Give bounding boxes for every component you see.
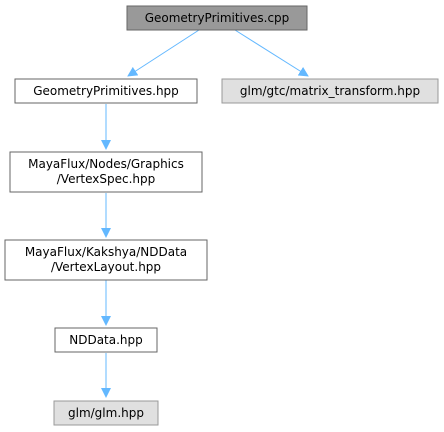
node-nddata-hpp[interactable]: NDData.hpp (54, 327, 158, 353)
node-vertexspec-hpp-line2: /VertexSpec.hpp (57, 172, 155, 186)
node-matrix-transform-hpp-label: glm/gtc/matrix_transform.hpp (240, 84, 420, 98)
node-vertexspec-hpp-line1: MayaFlux/Nodes/Graphics (28, 157, 184, 171)
node-geometry-primitives-cpp[interactable]: GeometryPrimitives.cpp (126, 5, 308, 31)
node-vertexlayout-hpp-line2: /VertexLayout.hpp (51, 260, 161, 274)
node-geometry-primitives-cpp-label: GeometryPrimitives.cpp (145, 11, 290, 25)
node-vertexspec-hpp[interactable]: MayaFlux/Nodes/Graphics /VertexSpec.hpp (9, 151, 203, 193)
node-geometry-primitives-hpp[interactable]: GeometryPrimitives.hpp (14, 78, 198, 104)
node-vertexlayout-hpp-line1: MayaFlux/Kakshya/NDData (25, 245, 187, 259)
node-vertexlayout-hpp[interactable]: MayaFlux/Kakshya/NDData /VertexLayout.hp… (4, 239, 208, 281)
node-matrix-transform-hpp[interactable]: glm/gtc/matrix_transform.hpp (221, 78, 439, 104)
edge-root-to-matrix-transform (234, 29, 309, 77)
node-glm-hpp-label: glm/glm.hpp (68, 406, 144, 420)
node-geometry-primitives-hpp-label: GeometryPrimitives.hpp (33, 84, 179, 98)
node-nddata-hpp-label: NDData.hpp (69, 333, 143, 347)
node-glm-hpp[interactable]: glm/glm.hpp (53, 400, 159, 426)
edge-root-to-geometry-hpp (127, 29, 200, 77)
